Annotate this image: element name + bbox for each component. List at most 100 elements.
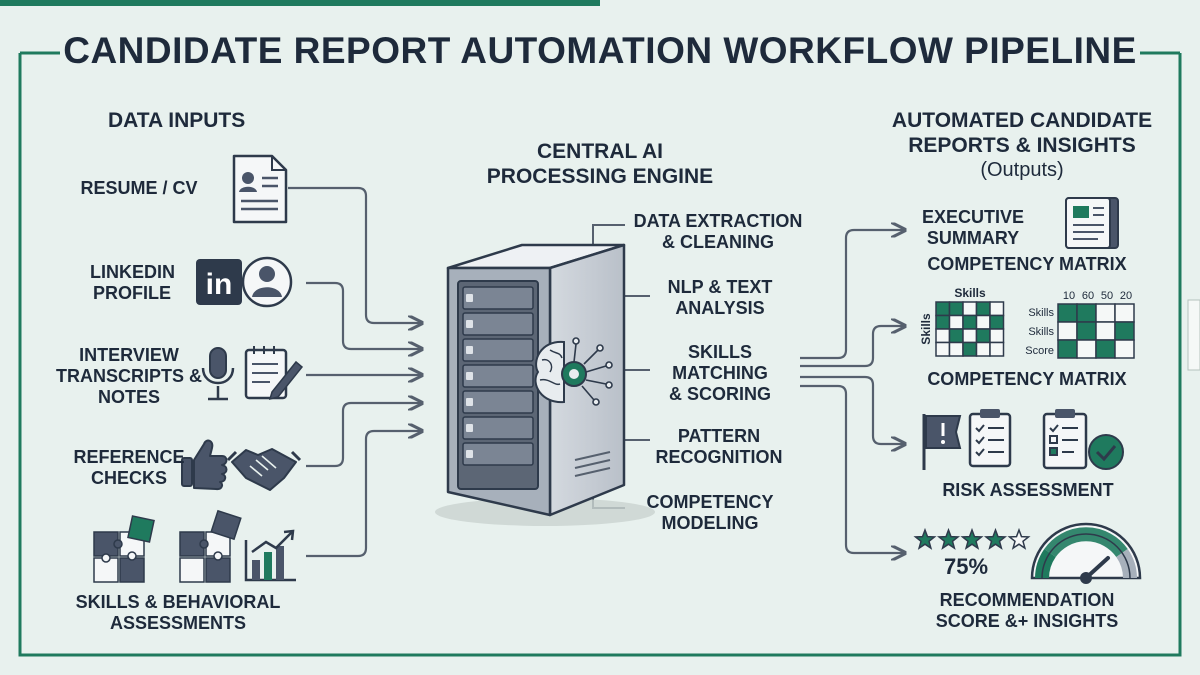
warning-flag-icon xyxy=(922,414,962,470)
matrix-cell xyxy=(962,314,978,330)
star-empty-icon xyxy=(1007,527,1031,550)
connector-assessments xyxy=(306,431,422,558)
matrix-cell xyxy=(1057,321,1078,341)
connector-reference xyxy=(306,403,422,468)
engine-step-pattern-line2: RECOGNITION xyxy=(655,447,783,467)
matrix-cell xyxy=(1076,303,1097,323)
outputs-heading-line1: AUTOMATED CANDIDATE xyxy=(891,109,1153,132)
engine-step-nlp-line1: NLP & TEXT xyxy=(667,277,773,297)
matrix-cell xyxy=(975,328,991,344)
star-filled-icon xyxy=(983,527,1008,550)
matrix-left-top-label: Skills xyxy=(954,286,986,300)
matrix-cell xyxy=(989,314,1005,330)
competency-matrix-right xyxy=(1057,303,1135,359)
resume-icon xyxy=(232,154,288,224)
thumbs-up-icon xyxy=(181,439,228,491)
connector-executive-summary xyxy=(800,230,905,360)
matrix-cell xyxy=(989,301,1005,317)
star-rating xyxy=(913,527,1031,550)
input-connectors xyxy=(288,186,422,558)
matrix-cell xyxy=(948,328,964,344)
engine-step-extraction-line1: DATA EXTRACTION xyxy=(633,211,803,231)
engine-step-pattern: PATTERN RECOGNITION xyxy=(654,426,784,468)
matrix-cell xyxy=(962,328,978,344)
matrix-left-side-label: Skills xyxy=(919,313,933,345)
output-executive-summary-line2: SUMMARY xyxy=(926,228,1020,248)
matrix-cell xyxy=(975,301,991,317)
matrix-right-row-1: Skills xyxy=(1028,326,1054,338)
page-title: CANDIDATE REPORT AUTOMATION WORKFLOW PIP… xyxy=(63,30,1137,71)
connector-recommendation xyxy=(800,384,905,553)
matrix-cell xyxy=(1114,339,1135,359)
engine-step-matching: SKILLS MATCHING & SCORING xyxy=(660,342,780,405)
output-competency-matrix-top: COMPETENCY MATRIX xyxy=(927,254,1127,274)
engine-step-nlp-line2: ANALYSIS xyxy=(675,298,765,318)
engine-heading: CENTRAL AI PROCESSING ENGINE xyxy=(460,139,740,189)
matrix-right-row-2: Score xyxy=(1025,345,1054,357)
engine-step-matching-line2: MATCHING xyxy=(672,363,768,383)
matrix-cell xyxy=(975,314,991,330)
linkedin-icon: in xyxy=(196,259,242,305)
outputs-heading: AUTOMATED CANDIDATE REPORTS & INSIGHTS (… xyxy=(880,108,1164,183)
inputs-heading: DATA INPUTS xyxy=(108,109,246,132)
matrix-cell xyxy=(1095,321,1116,341)
matrix-cell xyxy=(1095,339,1116,359)
outputs-heading-line2: REPORTS & INSIGHTS xyxy=(908,134,1136,157)
matrix-cell xyxy=(1057,303,1078,323)
puzzle-icon xyxy=(93,515,155,583)
output-recommendation-line1: RECOMMENDATION xyxy=(939,590,1115,610)
engine-step-matching-line1: SKILLS xyxy=(687,342,752,362)
microphone-icon xyxy=(201,347,235,401)
matrix-cell xyxy=(1076,321,1097,341)
output-recommendation: RECOMMENDATION SCORE &+ INSIGHTS xyxy=(922,590,1132,632)
input-label-reference: REFERENCE CHECKS xyxy=(73,447,185,488)
matrix-cell xyxy=(975,341,991,357)
engine-step-extraction-line2: & CLEANING xyxy=(662,232,774,252)
output-recommendation-line2: SCORE &+ INSIGHTS xyxy=(935,611,1119,631)
engine-heading-line1: CENTRAL AI xyxy=(537,140,663,163)
matrix-cell xyxy=(1057,339,1078,359)
connector-resume xyxy=(288,186,422,323)
connector-competency-matrix xyxy=(800,326,905,368)
star-filled-icon xyxy=(913,527,937,550)
handshake-icon xyxy=(226,448,302,491)
matrix-right-col-1: 60 xyxy=(1081,290,1095,302)
ai-brain-icon xyxy=(534,337,613,406)
input-label-assessments: SKILLS & BEHAVIORAL ASSESSMENTS xyxy=(75,592,281,633)
growth-chart-icon xyxy=(244,529,296,582)
input-label-linkedin: LINKEDIN PROFILE xyxy=(90,262,175,303)
puzzle-piece-icon xyxy=(179,509,242,583)
matrix-right-col-3: 20 xyxy=(1119,290,1133,302)
matrix-cell xyxy=(962,341,978,357)
matrix-cell xyxy=(948,301,964,317)
matrix-cell xyxy=(948,341,964,357)
competency-matrix-left xyxy=(935,301,1005,357)
matrix-cell xyxy=(935,301,951,317)
linkedin-logo-text: in xyxy=(206,268,233,301)
engine-step-matching-line3: & SCORING xyxy=(668,384,771,404)
input-label-resume: RESUME / CV xyxy=(80,178,198,198)
star-filled-icon xyxy=(936,527,961,550)
engine-step-competency: COMPETENCY MODELING xyxy=(640,492,780,534)
matrix-cell xyxy=(935,328,951,344)
matrix-cell xyxy=(935,341,951,357)
engine-step-competency-line1: COMPETENCY xyxy=(646,492,774,512)
output-risk-assessment: RISK ASSESSMENT xyxy=(942,480,1114,500)
output-executive-summary-line1: EXECUTIVE xyxy=(921,207,1025,227)
engine-heading-line2: PROCESSING ENGINE xyxy=(486,165,714,188)
engine-step-pattern-line1: PATTERN xyxy=(677,426,761,446)
engine-step-competency-line2: MODELING xyxy=(661,513,759,533)
engine-step-nlp: NLP & TEXT ANALYSIS xyxy=(658,277,782,319)
matrix-cell xyxy=(962,301,978,317)
output-executive-summary: EXECUTIVE SUMMARY xyxy=(918,207,1028,249)
output-competency-matrix-bottom: COMPETENCY MATRIX xyxy=(927,369,1127,389)
check-circle-icon xyxy=(1088,434,1124,470)
matrix-right-col-2: 50 xyxy=(1100,290,1114,302)
matrix-cell xyxy=(935,314,951,330)
gauge-icon xyxy=(1030,522,1142,584)
checklist-icon xyxy=(968,409,1012,468)
matrix-cell xyxy=(1095,303,1116,323)
profile-avatar-icon xyxy=(241,256,293,308)
matrix-cell xyxy=(989,341,1005,357)
